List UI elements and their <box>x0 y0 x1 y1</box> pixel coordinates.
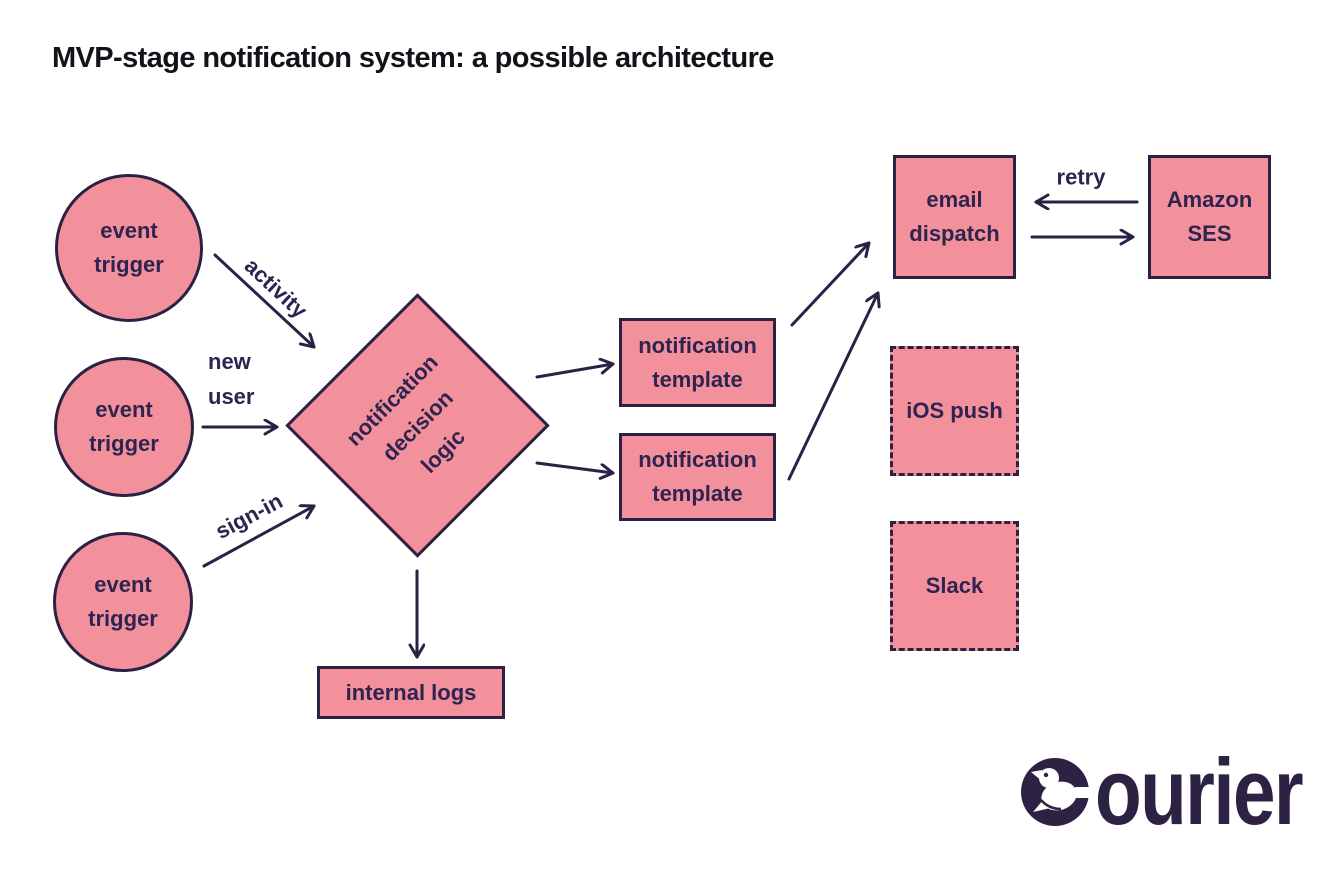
node-email-dispatch: email dispatch <box>893 155 1016 279</box>
node-label: iOS push <box>906 398 1003 423</box>
edge-decision-to-template-top-arrow <box>535 364 615 379</box>
node-label: Slack <box>925 573 984 598</box>
node-label: event trigger <box>94 218 164 277</box>
edge-label-activity: activity <box>239 253 313 323</box>
courier-logo-bird-mark <box>1021 758 1091 826</box>
node-event-trigger-sign-in: event trigger <box>53 532 193 672</box>
node-amazon-ses: Amazon SES <box>1148 155 1271 279</box>
node-label: Amazon SES <box>1166 187 1253 246</box>
node-label: email dispatch <box>909 187 1000 246</box>
logo-c-notch <box>1075 787 1091 798</box>
edge-template-bottom-to-email-arrow <box>787 291 878 481</box>
edge-template-top-to-email-arrow <box>790 241 871 327</box>
node-notification-decision-logic <box>285 293 550 558</box>
edge-label-sign-in: sign-in <box>211 488 287 544</box>
node-label: notification template <box>638 447 757 506</box>
bird-beak <box>1031 770 1043 782</box>
bird-head <box>1039 768 1059 788</box>
node-notification-template-top: notification template <box>619 318 776 407</box>
node-label: event trigger <box>89 397 159 456</box>
node-label: internal logs <box>345 679 477 705</box>
bird-eye <box>1043 772 1049 778</box>
edge-decision-to-template-bottom-arrow <box>535 461 615 473</box>
page-title: MVP-stage notification system: a possibl… <box>52 42 774 74</box>
node-ios-push: iOS push <box>890 346 1019 476</box>
node-label: event trigger <box>88 572 158 631</box>
bird-wing-line <box>1040 799 1062 811</box>
node-label: notification template <box>638 332 757 392</box>
node-slack: Slack <box>890 521 1019 651</box>
node-internal-logs: internal logs <box>317 666 505 719</box>
edge-label-new-user: new user <box>208 349 255 409</box>
courier-logo: ourier <box>1021 739 1305 844</box>
courier-logo-wordmark: ourier <box>1095 739 1303 844</box>
edge-label-retry: retry <box>1056 164 1106 190</box>
node-notification-template-bottom: notification template <box>619 433 776 521</box>
node-event-trigger-activity: event trigger <box>55 174 203 322</box>
node-event-trigger-new-user: event trigger <box>54 357 194 497</box>
